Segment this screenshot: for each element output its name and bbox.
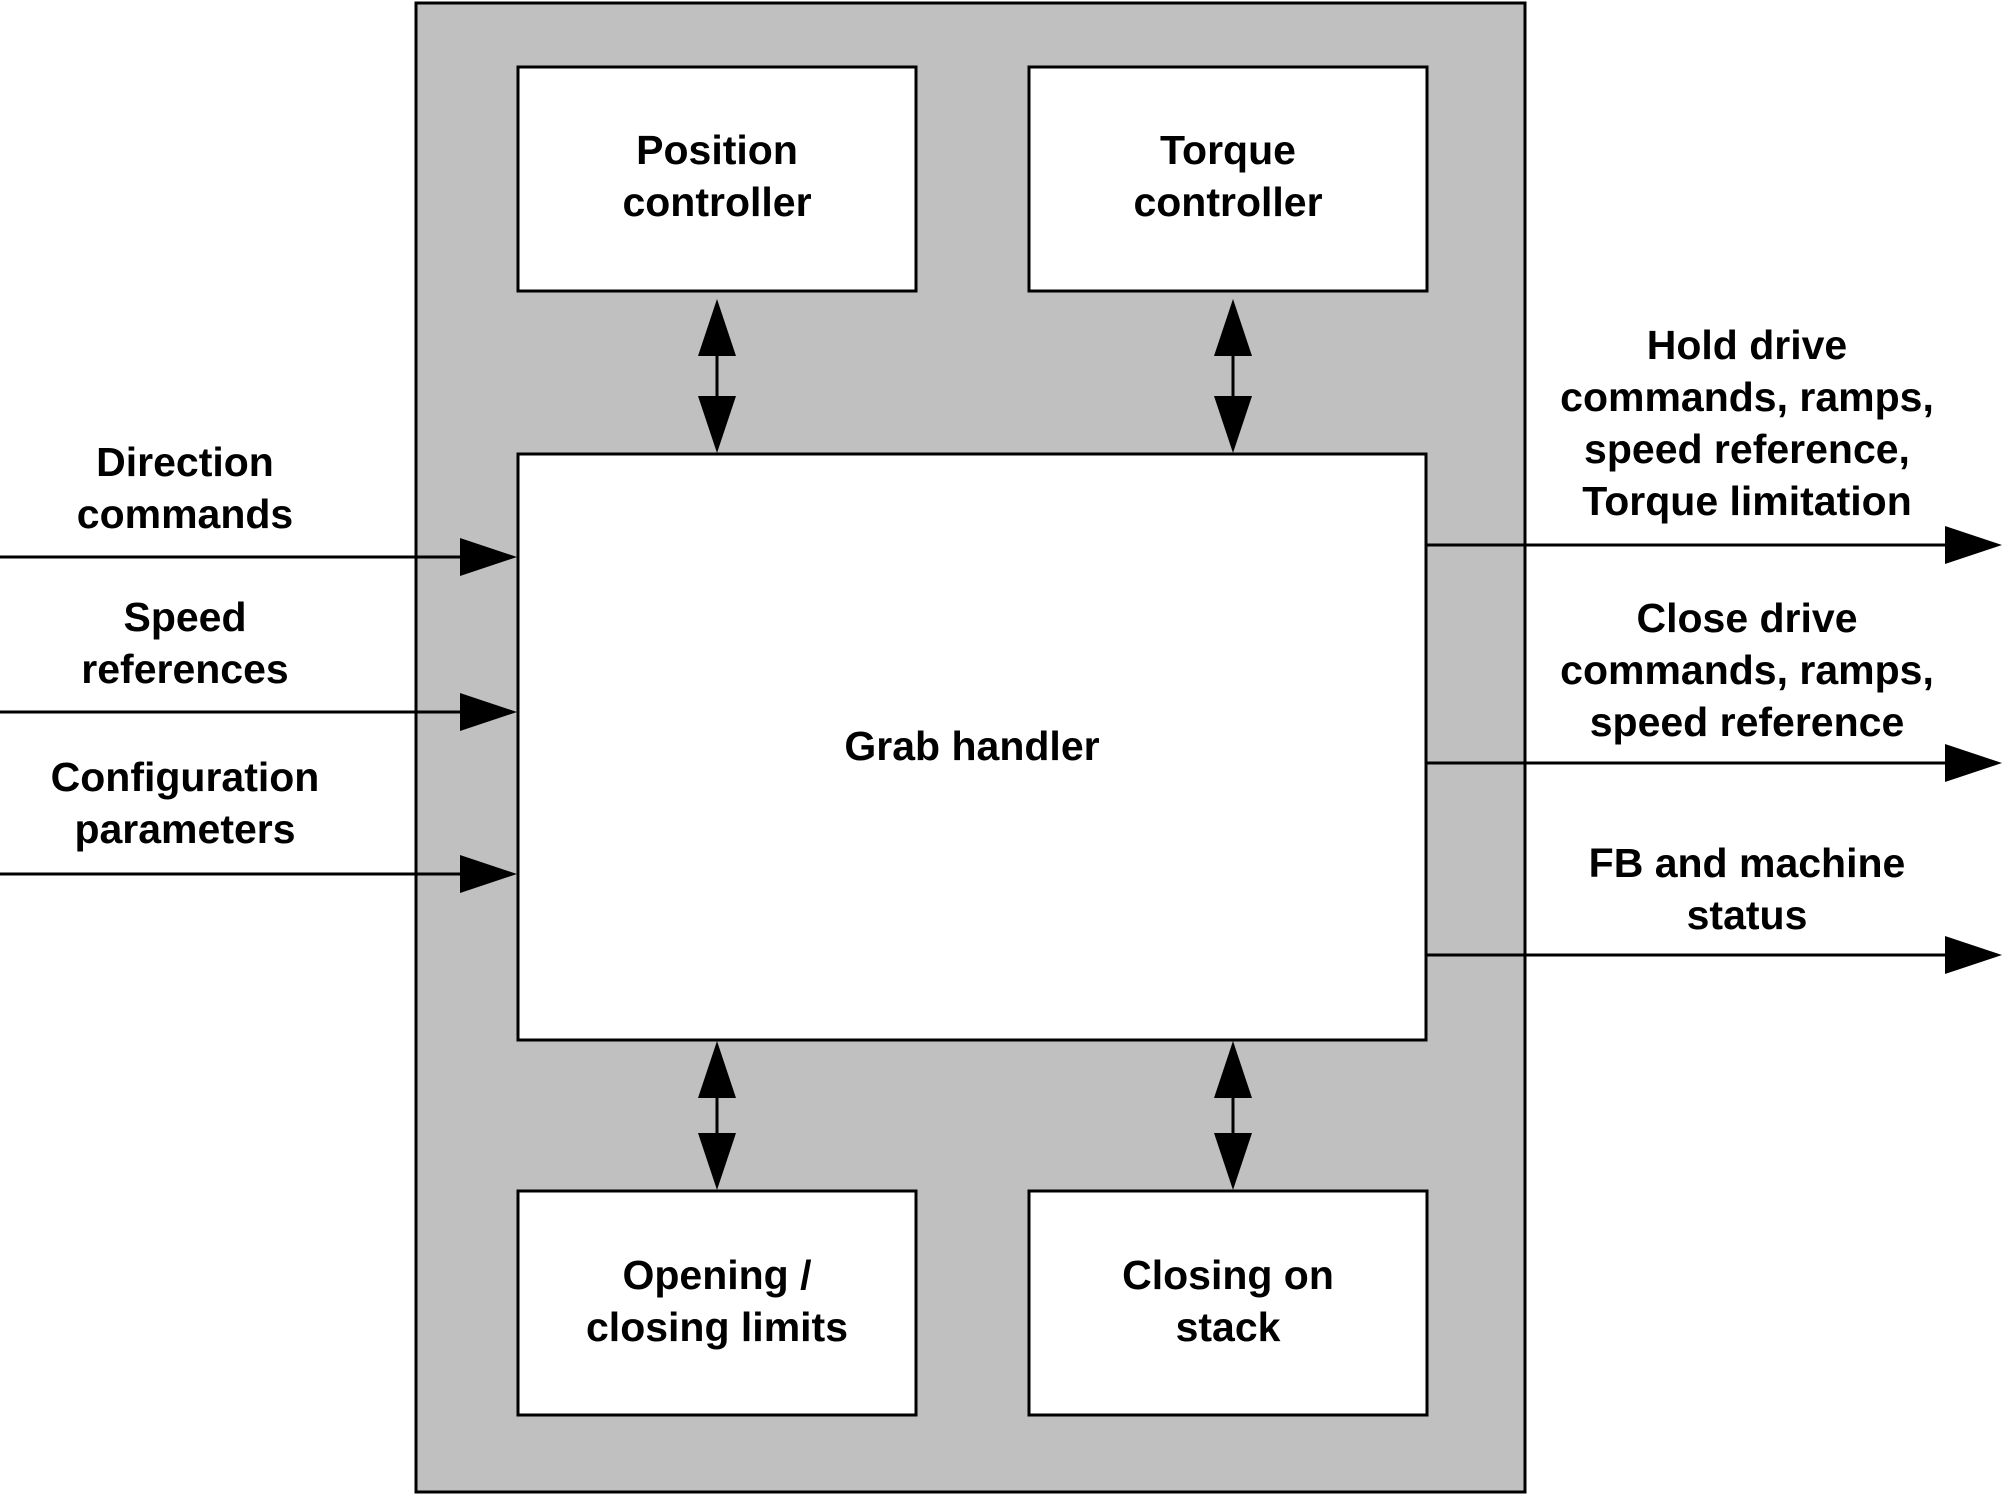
direction-commands-arrowhead [460,538,517,576]
configuration-parameters-input: Configuration parameters [0,754,517,893]
hold-drive-label-line-3: speed reference, [1584,426,1910,472]
fb-status-label-line-2: status [1687,892,1808,938]
speed-references-input: Speed references [0,594,517,731]
close-drive-output: Close drive commands, ramps, speed refer… [1426,595,2002,782]
stack-grab-double-arrow [1214,1041,1252,1190]
close-drive-label-line-1: Close drive [1636,595,1857,641]
position-controller-label-line-1: Position [636,127,798,173]
position-controller-block: Position controller [516,65,918,293]
close-drive-arrowhead [1945,744,2002,782]
grab-handler-block: Grab handler [516,452,1428,1042]
hold-drive-label-line-2: commands, ramps, [1560,374,1934,420]
torque-controller-label-line-2: controller [1133,179,1322,225]
close-drive-label-line-2: commands, ramps, [1560,647,1934,693]
configuration-parameters-arrowhead [460,855,517,893]
configuration-parameters-label-line-2: parameters [74,806,295,852]
closing-on-stack-label-line-1: Closing on [1122,1252,1334,1298]
hold-drive-label-line-4: Torque limitation [1582,478,1912,524]
direction-commands-label-line-2: commands [77,491,293,537]
position-controller-label-line-2: controller [622,179,811,225]
hold-drive-output: Hold drive commands, ramps, speed refere… [1426,322,2002,564]
hold-drive-label-line-1: Hold drive [1647,322,1847,368]
fb-status-output: FB and machine status [1426,840,2002,974]
torque-grab-double-arrow [1214,299,1252,453]
opening-closing-limits-block: Opening / closing limits [516,1189,918,1417]
configuration-parameters-label-line-1: Configuration [51,754,320,800]
hold-drive-arrowhead [1945,526,2002,564]
limits-grab-double-arrow [698,1041,736,1190]
torque-controller-block: Torque controller [1027,65,1429,293]
close-drive-label-line-3: speed reference [1590,699,1905,745]
speed-references-label-line-2: references [81,646,288,692]
speed-references-arrowhead [460,693,517,731]
position-grab-double-arrow [698,299,736,453]
fb-status-label-line-1: FB and machine [1589,840,1906,886]
grab-handler-label: Grab handler [844,723,1099,769]
opening-closing-limits-label-line-2: closing limits [586,1304,848,1350]
fb-status-arrowhead [1945,936,2002,974]
speed-references-label-line-1: Speed [123,594,246,640]
direction-commands-label-line-1: Direction [96,439,274,485]
opening-closing-limits-label-line-1: Opening / [622,1252,811,1298]
closing-on-stack-block: Closing on stack [1027,1189,1429,1417]
torque-controller-label-line-1: Torque [1160,127,1296,173]
closing-on-stack-label-line-2: stack [1176,1304,1281,1350]
direction-commands-input: Direction commands [0,439,517,576]
